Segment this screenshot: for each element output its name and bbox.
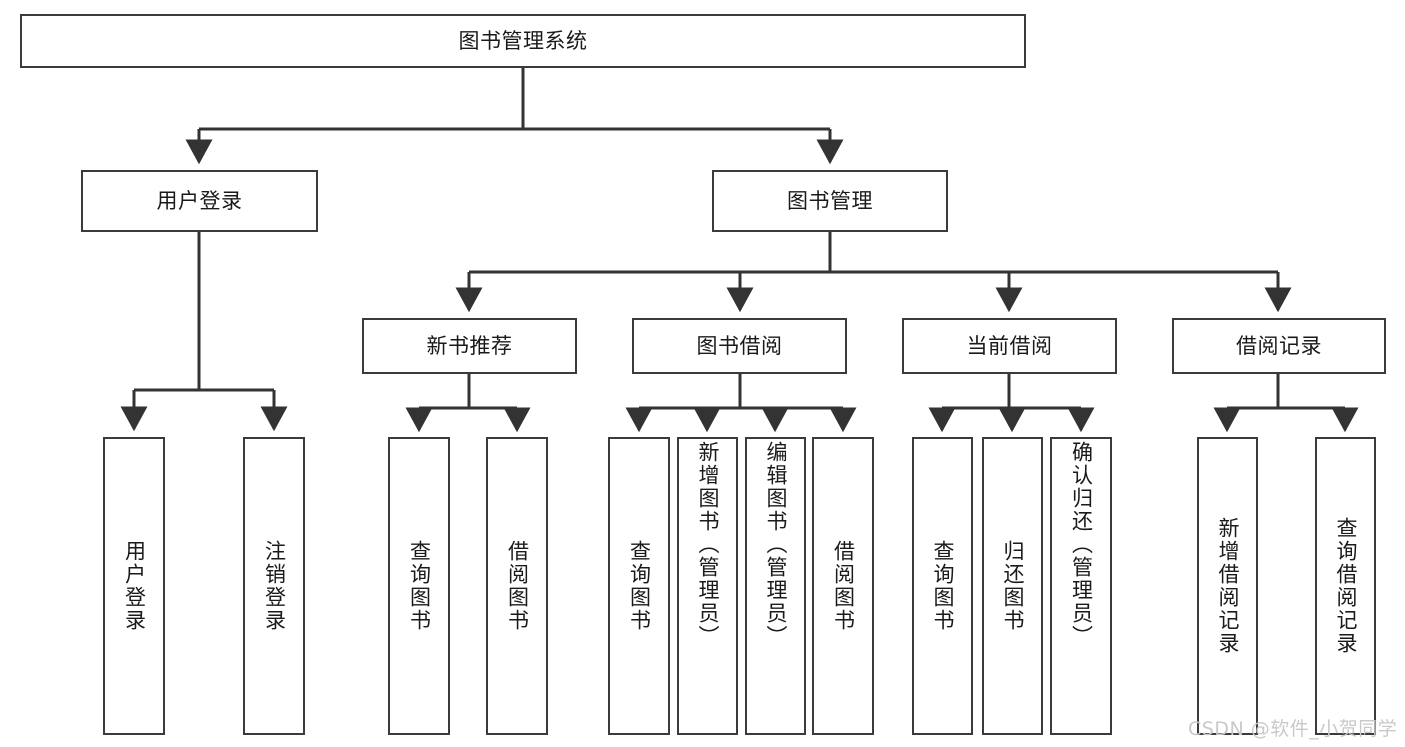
node-current-borrow[interactable]: 当前借阅 (902, 318, 1117, 374)
node-leaf-query-book-current-label: 查询图书 (930, 540, 955, 632)
node-leaf-confirm-return-admin[interactable]: 确认归还（管理员） (1050, 437, 1112, 735)
node-leaf-return-book[interactable]: 归还图书 (982, 437, 1043, 735)
node-leaf-return-book-label: 归还图书 (1000, 540, 1025, 632)
node-leaf-confirm-return-admin-label: 确认归还（管理员） (1069, 441, 1094, 648)
node-current-borrow-label: 当前借阅 (966, 333, 1053, 358)
node-leaf-add-book-admin[interactable]: 新增图书（管理员） (677, 437, 738, 735)
node-book-management-label: 图书管理 (787, 188, 873, 213)
node-book-borrow[interactable]: 图书借阅 (632, 318, 847, 374)
node-leaf-user-login[interactable]: 用户登录 (103, 437, 165, 735)
node-root[interactable]: 图书管理系统 (20, 14, 1026, 68)
node-leaf-logout-label: 注销登录 (262, 540, 287, 632)
node-leaf-query-book-recommend[interactable]: 查询图书 (388, 437, 450, 735)
node-leaf-query-borrow-record[interactable]: 查询借阅记录 (1315, 437, 1376, 735)
node-new-book-recommend[interactable]: 新书推荐 (362, 318, 577, 374)
node-leaf-query-borrow-record-label: 查询借阅记录 (1333, 517, 1358, 655)
node-leaf-logout[interactable]: 注销登录 (243, 437, 305, 735)
node-book-management[interactable]: 图书管理 (712, 170, 948, 232)
node-leaf-edit-book-admin-label: 编辑图书（管理员） (763, 441, 788, 648)
node-leaf-query-book-borrow-label: 查询图书 (627, 540, 652, 632)
node-user-login[interactable]: 用户登录 (81, 170, 318, 232)
node-new-book-recommend-label: 新书推荐 (426, 333, 513, 358)
node-borrow-record-label: 借阅记录 (1236, 333, 1322, 358)
node-leaf-query-book-borrow[interactable]: 查询图书 (608, 437, 670, 735)
node-user-login-label: 用户登录 (156, 188, 243, 213)
watermark: CSDN @软件_小贺同学 (1188, 718, 1398, 740)
node-leaf-add-borrow-record[interactable]: 新增借阅记录 (1197, 437, 1258, 735)
node-leaf-borrow-book-recommend[interactable]: 借阅图书 (486, 437, 548, 735)
node-leaf-add-borrow-record-label: 新增借阅记录 (1215, 517, 1240, 655)
node-leaf-edit-book-admin[interactable]: 编辑图书（管理员） (745, 437, 806, 735)
node-root-label: 图书管理系统 (458, 28, 588, 53)
node-leaf-add-book-admin-label: 新增图书（管理员） (695, 441, 720, 648)
node-leaf-borrow-book[interactable]: 借阅图书 (812, 437, 874, 735)
node-leaf-query-book-recommend-label: 查询图书 (407, 540, 432, 632)
node-leaf-query-book-current[interactable]: 查询图书 (912, 437, 973, 735)
node-borrow-record[interactable]: 借阅记录 (1172, 318, 1386, 374)
node-book-borrow-label: 图书借阅 (696, 333, 783, 358)
node-leaf-borrow-book-recommend-label: 借阅图书 (505, 540, 530, 632)
node-leaf-user-login-label: 用户登录 (122, 540, 147, 632)
node-leaf-borrow-book-label: 借阅图书 (831, 540, 856, 632)
